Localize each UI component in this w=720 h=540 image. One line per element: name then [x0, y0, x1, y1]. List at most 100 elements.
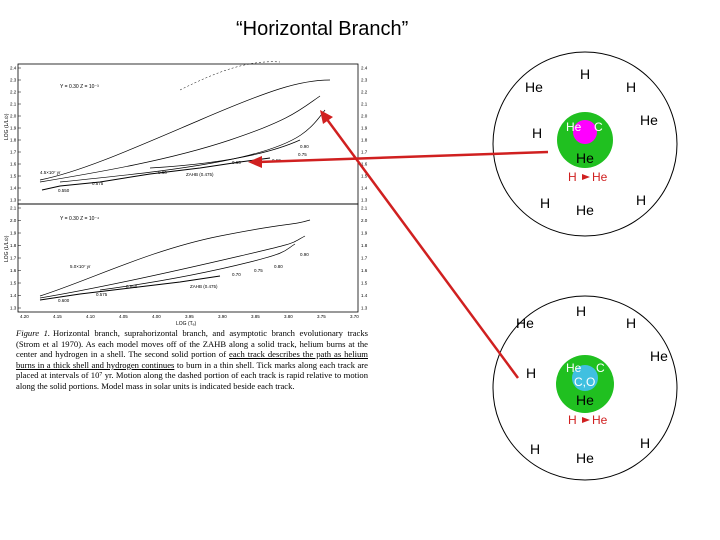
star-bottom-core-label: C,O: [574, 375, 595, 389]
bottom-ytick-left-7: 1.4: [10, 293, 17, 298]
star-top-label-10: H: [636, 192, 646, 208]
x-tick-label-4: 4.00: [152, 314, 161, 319]
top-ytick-right-0: 2.4: [361, 66, 368, 71]
star-top-label-7: He: [576, 150, 594, 166]
bottom-track-3: [99, 243, 296, 291]
star-bottom-label-11: He: [576, 450, 594, 466]
x-tick-label-6: 3.90: [218, 314, 227, 319]
bottom-mass-label-7: 0.600: [58, 298, 70, 303]
slide-title: “Horizontal Branch”: [236, 18, 409, 40]
arrow-line-top: [257, 150, 549, 164]
top-ytick-left-8: 1.6: [10, 162, 17, 167]
star-top-label-3: He: [640, 112, 658, 128]
top-ytick-left-10: 1.4: [10, 186, 17, 191]
bottom-ytick-right-6: 1.5: [361, 281, 368, 286]
top-ytick-right-4: 2.0: [361, 114, 368, 119]
caption-label: Figure 1.: [16, 328, 51, 338]
bottom-zahb-line: [39, 275, 221, 301]
top-ytick-right-10: 1.4: [361, 186, 368, 191]
bottom-mass-label-1: 0.90: [300, 252, 309, 257]
top-ytick-right-2: 2.2: [361, 90, 368, 95]
star-top-label-6: H: [568, 170, 577, 184]
bottom-mass-label-6: 0.575: [96, 292, 108, 297]
star-diagram-bottom: H He H He H He C C,O He H He H H He: [492, 295, 678, 481]
top-params: Y = 0.30 Z = 10⁻³: [60, 84, 99, 90]
top-ytick-left-1: 2.3: [10, 78, 17, 83]
top-ytick-left-6: 1.8: [10, 138, 17, 143]
x-tick-label-5: 3.95: [185, 314, 194, 319]
bottom-mass-label-5: 0.650: [126, 284, 138, 289]
top-ytick-left-5: 1.9: [10, 126, 17, 131]
top-track-4: [149, 139, 301, 169]
star-bottom-arrow-icon: [582, 417, 590, 423]
bottom-params: Y = 0.30 Z = 10⁻⁴: [60, 216, 99, 222]
top-mass-label-4: 0.575: [92, 181, 104, 186]
star-diagram-top: H He H He H He C He H He H H He: [492, 51, 678, 237]
star-bottom-label-7: He: [576, 392, 594, 408]
top-ytick-right-6: 1.8: [361, 138, 368, 143]
top-ytick-left-9: 1.5: [10, 174, 17, 179]
star-bottom-label-2: H: [626, 315, 636, 331]
x-tick-label-10: 3.70: [350, 314, 359, 319]
star-bottom-core-extra: C: [596, 361, 605, 375]
star-top-label-2: H: [626, 79, 636, 95]
top-zahb-label: ZAHB (0.475): [186, 172, 214, 177]
star-top-inner-he: He: [566, 120, 582, 134]
top-ytick-left-2: 2.2: [10, 90, 17, 95]
figure-caption: Figure 1.Horizontal branch, suprahorizon…: [16, 328, 368, 392]
top-ytick-right-3: 2.1: [361, 102, 368, 107]
top-zahb-line: [41, 157, 271, 191]
star-top-arrow-icon: [582, 174, 590, 180]
star-core-top: [573, 120, 597, 144]
star-top-core-label: C: [594, 120, 603, 134]
bottom-ytick-right-4: 1.7: [361, 256, 368, 261]
top-track-1: [39, 79, 331, 181]
star-bottom-label-3: He: [650, 348, 668, 364]
caption-text-1: Horizontal branch, suprahorizontal branc…: [16, 328, 368, 360]
pointer-arrows: [248, 110, 549, 379]
star-bottom-label-0: He: [516, 315, 534, 331]
star-bottom-inner-he: He: [566, 361, 582, 375]
top-mass-label-2: 0.75: [298, 152, 307, 157]
bottom-ytick-left-2: 1.9: [10, 231, 17, 236]
star-top-label-1: H: [580, 66, 590, 82]
top-ytick-right-9: 1.5: [361, 174, 368, 179]
bottom-ytick-right-7: 1.4: [361, 293, 368, 298]
bottom-ytick-left-5: 1.6: [10, 268, 17, 273]
top-time-label: 4.5×10⁷ yr: [40, 170, 61, 175]
bottom-ytick-right-0: 2.1: [361, 206, 368, 211]
arrow-line-bottom: [324, 117, 520, 379]
top-ytick-right-8: 1.6: [361, 162, 368, 167]
top-ytick-right-11: 1.3: [361, 198, 368, 203]
star-top-label-0: He: [525, 79, 543, 95]
bottom-ytick-left-0: 2.1: [10, 206, 17, 211]
star-top-label-9: He: [592, 170, 608, 184]
bottom-track-2: [39, 235, 306, 299]
bottom-ytick-right-5: 1.6: [361, 268, 368, 273]
top-dashed-track: [179, 61, 281, 91]
bottom-ytick-left-4: 1.7: [10, 256, 17, 261]
x-tick-label-2: 4.10: [86, 314, 95, 319]
bottom-mass-label-2: 0.70: [232, 272, 241, 277]
top-ytick-right-7: 1.7: [361, 150, 368, 155]
star-bottom-label-9: He: [592, 413, 608, 427]
bottom-ytick-right-2: 1.9: [361, 231, 368, 236]
caption-text-2: to burn in a thin shell. Tick marks alon…: [16, 359, 368, 391]
star-top-label-8: H: [540, 195, 550, 211]
top-mass-label-7: 0.60: [158, 170, 167, 175]
x-tick-label-9: 3.75: [317, 314, 326, 319]
x-tick-label-8: 3.80: [284, 314, 293, 319]
top-ytick-left-7: 1.7: [10, 150, 17, 155]
top-ytick-right-5: 1.9: [361, 126, 368, 131]
arrow-head-bottom-icon: [320, 110, 333, 124]
top-ytick-left-11: 1.3: [10, 198, 17, 203]
bottom-mass-label-4: 0.75: [254, 268, 263, 273]
arrow-head-top-icon: [248, 156, 262, 168]
top-y-axis-label: LOG (L/L⊙): [4, 113, 10, 140]
